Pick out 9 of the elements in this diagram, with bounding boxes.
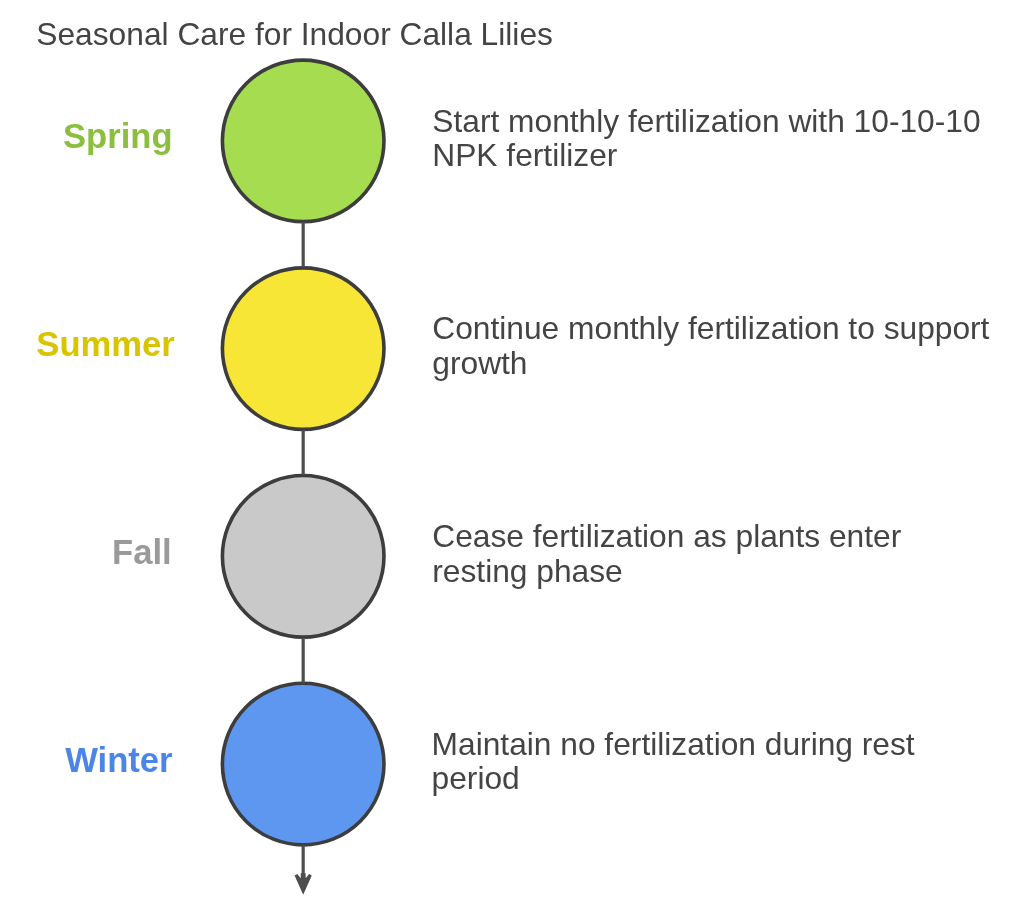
node-label: Maintain no fertilization during rest period [431, 725, 915, 797]
node-label: Winter [65, 740, 173, 779]
node-label: Fall [112, 532, 172, 571]
diagram-title: Seasonal Care for Indoor Calla Lilies [36, 16, 553, 53]
node-label: Spring [63, 117, 173, 156]
node-label: Cease fertilization as plants enter resting phase [432, 518, 902, 589]
node-label: Summer [36, 325, 175, 364]
node-label: Start monthly fertilization with 10-10-10 NPK fertilizer [432, 102, 981, 174]
node-label: Continue monthly fertilization to support growth [432, 310, 990, 381]
